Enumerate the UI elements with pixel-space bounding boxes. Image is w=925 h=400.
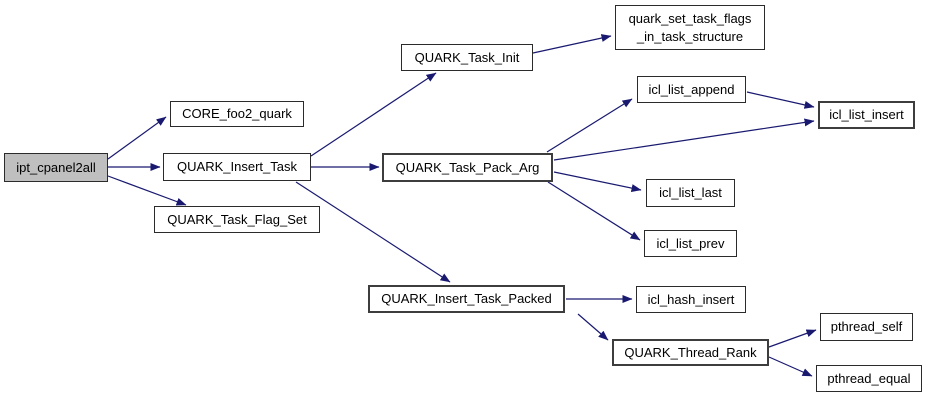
edge-ipt_cpanel2all-CORE_foo2_quark: [107, 116, 167, 160]
edge-QUARK_Insert_Task_Packed-QUARK_Thread_Rank: [577, 313, 609, 341]
node-quark-task-init[interactable]: QUARK_Task_Init: [401, 44, 533, 71]
node-icl-hash-insert[interactable]: icl_hash_insert: [636, 286, 746, 313]
edge-QUARK_Task_Pack_Arg-icl_list_append: [546, 98, 633, 153]
node-quark-insert-task[interactable]: QUARK_Insert_Task: [163, 153, 311, 181]
node-pthread-equal[interactable]: pthread_equal: [816, 365, 922, 392]
edge-QUARK_Task_Pack_Arg-icl_list_insert: [553, 118, 815, 161]
node-icl-list-insert[interactable]: icl_list_insert: [818, 101, 915, 129]
node-ipt-cpanel2all: ipt_cpanel2all: [4, 153, 108, 182]
edge-QUARK_Insert_Task-QUARK_Task_Init: [310, 72, 437, 157]
edge-QUARK_Thread_Rank-pthread_self: [768, 329, 817, 348]
node-icl-list-last[interactable]: icl_list_last: [646, 179, 735, 207]
node-quark-insert-task-packed[interactable]: QUARK_Insert_Task_Packed: [368, 285, 565, 313]
node-core-foo2-quark[interactable]: CORE_foo2_quark: [170, 101, 304, 127]
node-icl-list-prev[interactable]: icl_list_prev: [644, 230, 737, 257]
edge-QUARK_Insert_Task-QUARK_Insert_Task_Packed: [295, 181, 451, 283]
node-quark-task-flag-set[interactable]: QUARK_Task_Flag_Set: [154, 206, 320, 233]
node-pthread-self[interactable]: pthread_self: [820, 313, 913, 341]
edge-icl_list_append-icl_list_insert: [746, 91, 815, 109]
edge-QUARK_Task_Pack_Arg-icl_list_prev: [547, 181, 641, 241]
node-quark-set-task-flags-in-task-structure[interactable]: quark_set_task_flags _in_task_structure: [615, 5, 765, 50]
edge-ipt_cpanel2all-QUARK_Task_Flag_Set: [107, 175, 187, 206]
edge-QUARK_Task_Init-quark_set_task_flags_in_task_structure: [532, 34, 612, 54]
node-icl-list-append[interactable]: icl_list_append: [637, 76, 746, 103]
node-quark-thread-rank[interactable]: QUARK_Thread_Rank: [612, 339, 769, 366]
edge-QUARK_Thread_Rank-pthread_equal: [768, 356, 813, 377]
node-quark-task-pack-arg[interactable]: QUARK_Task_Pack_Arg: [382, 153, 553, 182]
edge-QUARK_Task_Pack_Arg-icl_list_last: [553, 171, 642, 192]
